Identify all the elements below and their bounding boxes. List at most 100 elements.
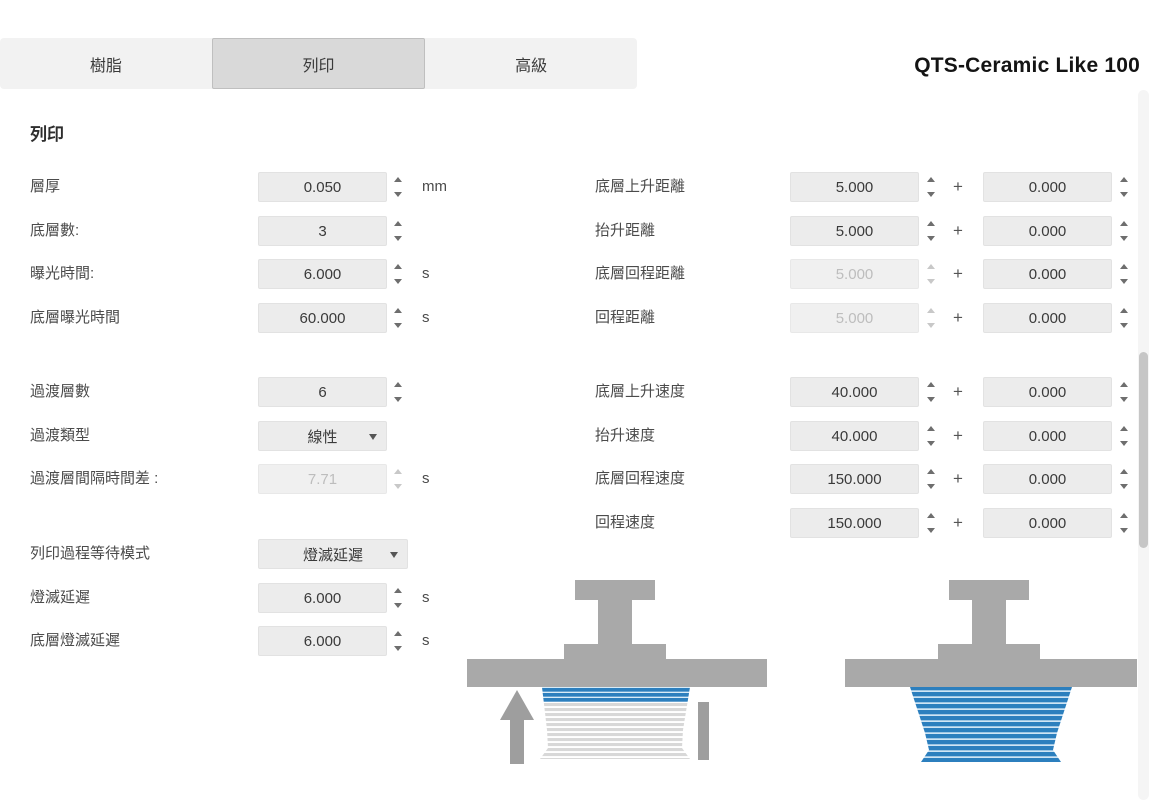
exposure-time-field[interactable] xyxy=(258,259,387,289)
spinner[interactable] xyxy=(924,174,938,200)
bottom-retract-distance-extra-field[interactable] xyxy=(983,259,1112,289)
bottom-layer-count-field[interactable] xyxy=(258,216,387,246)
spin-down-icon[interactable] xyxy=(927,192,935,197)
spin-down-icon[interactable] xyxy=(1120,441,1128,446)
spin-up-icon[interactable] xyxy=(394,382,402,387)
chevron-down-icon[interactable] xyxy=(369,434,377,440)
layer-thickness-spinner[interactable] xyxy=(391,174,405,200)
spinner[interactable] xyxy=(1117,423,1131,449)
spin-up-icon[interactable] xyxy=(394,264,402,269)
bottom-retract-speed-extra-input[interactable] xyxy=(984,465,1111,493)
spin-up-icon[interactable] xyxy=(394,308,402,313)
lift-distance-input[interactable] xyxy=(791,217,918,245)
spin-down-icon[interactable] xyxy=(927,441,935,446)
bottom-layer-count-spinner[interactable] xyxy=(391,218,405,244)
spin-up-icon[interactable] xyxy=(1120,382,1128,387)
spin-up-icon[interactable] xyxy=(1120,264,1128,269)
bottom-light-off-delay-field[interactable] xyxy=(258,626,387,656)
spin-down-icon[interactable] xyxy=(1120,192,1128,197)
retract-speed-extra-field[interactable] xyxy=(983,508,1112,538)
bottom-lift-speed-input[interactable] xyxy=(791,378,918,406)
transition-layer-count-input[interactable] xyxy=(259,378,386,406)
tab-resin[interactable]: 樹脂 xyxy=(89,57,122,75)
bottom-retract-distance-extra-input[interactable] xyxy=(984,260,1111,288)
spinner[interactable] xyxy=(924,379,938,405)
spinner[interactable] xyxy=(924,218,938,244)
spin-up-icon[interactable] xyxy=(927,513,935,518)
spin-up-icon[interactable] xyxy=(1120,513,1128,518)
spin-down-icon[interactable] xyxy=(927,397,935,402)
bottom-exposure-time-spinner[interactable] xyxy=(391,305,405,331)
spin-up-icon[interactable] xyxy=(927,426,935,431)
lift-speed-extra-field[interactable] xyxy=(983,421,1112,451)
lift-speed-field[interactable] xyxy=(790,421,919,451)
scrollbar-thumb[interactable] xyxy=(1139,352,1148,548)
spin-up-icon[interactable] xyxy=(927,469,935,474)
bottom-retract-speed-extra-field[interactable] xyxy=(983,464,1112,494)
lift-speed-extra-input[interactable] xyxy=(984,422,1111,450)
spin-up-icon[interactable] xyxy=(927,382,935,387)
bottom-layer-count-input[interactable] xyxy=(259,217,386,245)
spin-down-icon[interactable] xyxy=(394,236,402,241)
exposure-time-input[interactable] xyxy=(259,260,386,288)
wait-mode-dropdown[interactable] xyxy=(258,539,408,569)
spinner[interactable] xyxy=(1117,466,1131,492)
lift-speed-input[interactable] xyxy=(791,422,918,450)
lift-distance-field[interactable] xyxy=(790,216,919,246)
bottom-lift-distance-extra-field[interactable] xyxy=(983,172,1112,202)
spin-up-icon[interactable] xyxy=(927,221,935,226)
layer-thickness-field[interactable] xyxy=(258,172,387,202)
exposure-time-spinner[interactable] xyxy=(391,261,405,287)
spinner[interactable] xyxy=(924,510,938,536)
lift-distance-extra-field[interactable] xyxy=(983,216,1112,246)
bottom-retract-speed-field[interactable] xyxy=(790,464,919,494)
spin-up-icon[interactable] xyxy=(927,177,935,182)
spin-down-icon[interactable] xyxy=(394,603,402,608)
spin-down-icon[interactable] xyxy=(1120,484,1128,489)
bottom-lift-distance-input[interactable] xyxy=(791,173,918,201)
wait-mode-value[interactable] xyxy=(259,540,407,568)
spin-up-icon[interactable] xyxy=(1120,221,1128,226)
spin-down-icon[interactable] xyxy=(927,484,935,489)
spin-down-icon[interactable] xyxy=(1120,397,1128,402)
bottom-exposure-time-field[interactable] xyxy=(258,303,387,333)
retract-speed-field[interactable] xyxy=(790,508,919,538)
bottom-lift-distance-field[interactable] xyxy=(790,172,919,202)
spin-up-icon[interactable] xyxy=(394,588,402,593)
spinner[interactable] xyxy=(1117,379,1131,405)
spin-down-icon[interactable] xyxy=(1120,528,1128,533)
lift-distance-extra-input[interactable] xyxy=(984,217,1111,245)
spin-down-icon[interactable] xyxy=(1120,279,1128,284)
transition-layer-count-spinner[interactable] xyxy=(391,379,405,405)
bottom-lift-distance-extra-input[interactable] xyxy=(984,173,1111,201)
chevron-down-icon[interactable] xyxy=(390,552,398,558)
bottom-exposure-time-input[interactable] xyxy=(259,304,386,332)
spin-down-icon[interactable] xyxy=(394,192,402,197)
bottom-lift-speed-extra-field[interactable] xyxy=(983,377,1112,407)
tab-print[interactable]: 列印 xyxy=(211,38,426,89)
transition-layer-count-field[interactable] xyxy=(258,377,387,407)
bottom-retract-speed-input[interactable] xyxy=(791,465,918,493)
light-off-delay-input[interactable] xyxy=(259,584,386,612)
layer-thickness-input[interactable] xyxy=(259,173,386,201)
spinner[interactable] xyxy=(1117,218,1131,244)
spinner[interactable] xyxy=(924,466,938,492)
spinner[interactable] xyxy=(924,423,938,449)
spinner[interactable] xyxy=(1117,261,1131,287)
spin-up-icon[interactable] xyxy=(1120,177,1128,182)
spin-up-icon[interactable] xyxy=(394,631,402,636)
spin-up-icon[interactable] xyxy=(394,221,402,226)
retract-distance-extra-input[interactable] xyxy=(984,304,1111,332)
spinner[interactable] xyxy=(1117,305,1131,331)
bottom-light-off-delay-input[interactable] xyxy=(259,627,386,655)
transition-type-value[interactable] xyxy=(259,422,386,450)
tab-advanced[interactable]: 高級 xyxy=(515,57,548,75)
spinner[interactable] xyxy=(1117,510,1131,536)
retract-speed-extra-input[interactable] xyxy=(984,509,1111,537)
bottom-light-off-delay-spinner[interactable] xyxy=(391,628,405,654)
spin-down-icon[interactable] xyxy=(394,397,402,402)
spin-up-icon[interactable] xyxy=(1120,469,1128,474)
spin-down-icon[interactable] xyxy=(1120,236,1128,241)
spin-down-icon[interactable] xyxy=(394,323,402,328)
spinner[interactable] xyxy=(1117,174,1131,200)
